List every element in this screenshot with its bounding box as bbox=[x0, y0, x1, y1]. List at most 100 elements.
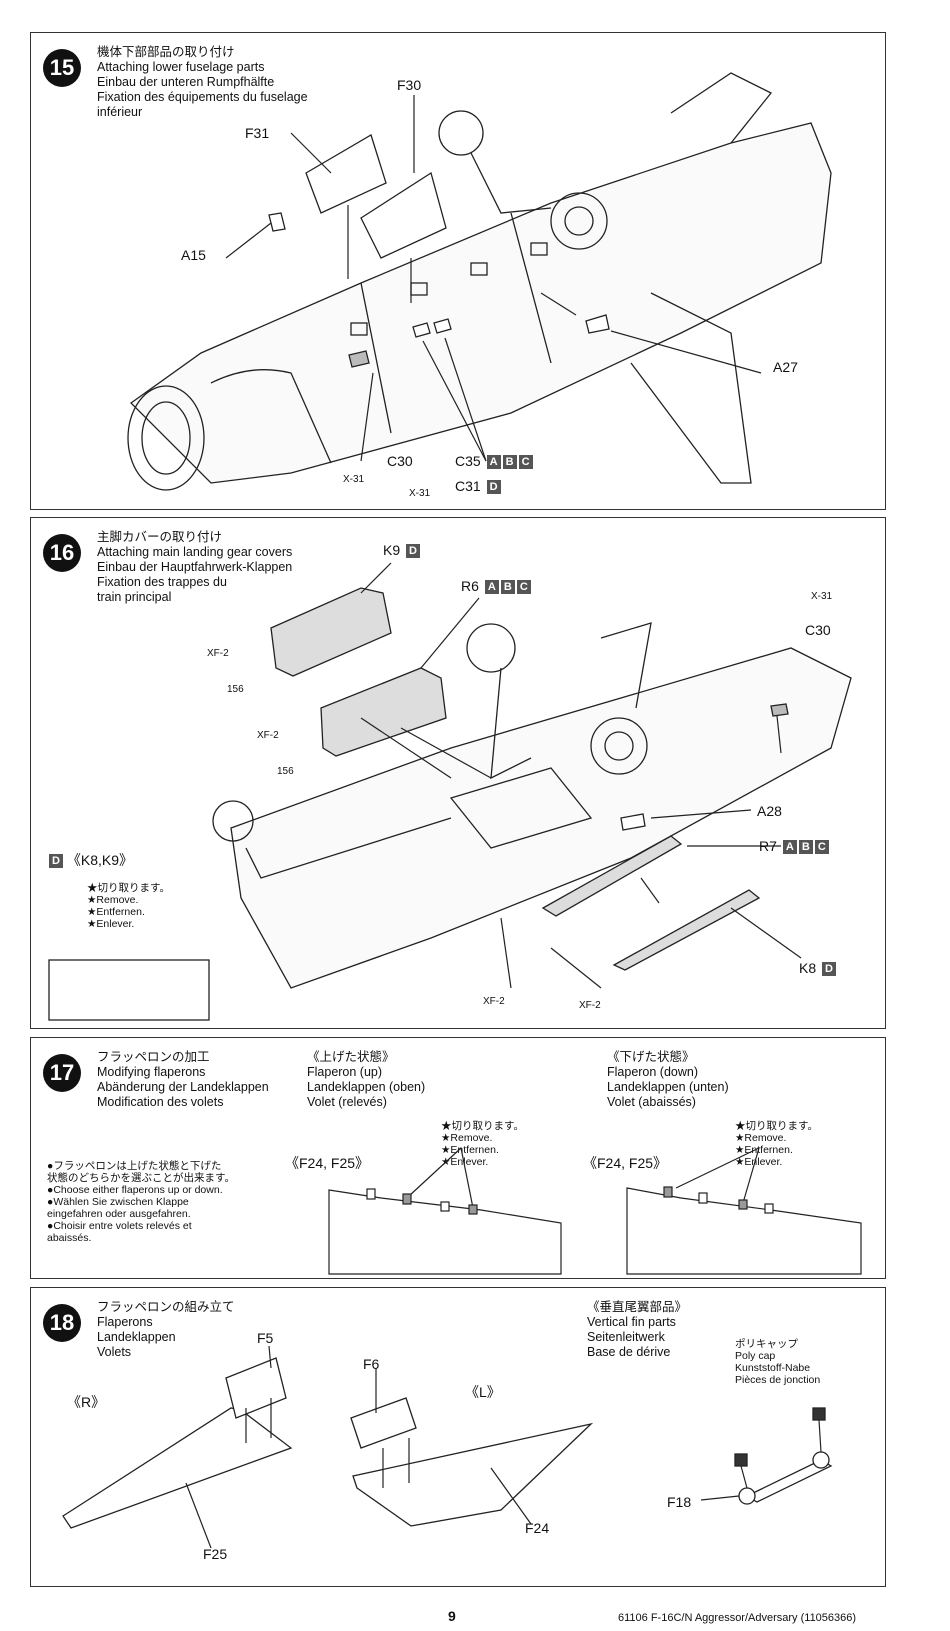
polycap-label: ポリキャップ Poly cap Kunststoff-Nabe Pièces d… bbox=[735, 1338, 820, 1386]
note-ja: ★切り取ります。 bbox=[735, 1120, 818, 1132]
screw-label-xf2: XF-2 bbox=[257, 730, 279, 741]
screw-label-x31: X-31 bbox=[409, 488, 431, 499]
r7-text: R7 bbox=[759, 838, 777, 854]
screw-label-x31: X-31 bbox=[343, 474, 365, 485]
tool-label-156: 156 bbox=[227, 684, 244, 695]
r6-text: R6 bbox=[461, 578, 479, 594]
note-en: ★Remove. bbox=[441, 1132, 493, 1144]
instruction-line: ●Wählen Sie zwischen Klappe bbox=[47, 1196, 189, 1208]
tool-label-156: 156 bbox=[277, 766, 294, 777]
instruction-line: ●フラッペロンは上げた状態と下げた bbox=[47, 1160, 222, 1172]
instruction-line: eingefahren oder ausgefahren. bbox=[47, 1208, 191, 1220]
variant-d: D bbox=[49, 854, 63, 869]
part-label-f6: F6 bbox=[363, 1356, 380, 1372]
variant-c: C bbox=[814, 840, 829, 855]
k8-text: K8 bbox=[799, 960, 817, 976]
title-de: Einbau der Hauptfahrwerk-Klappen bbox=[97, 560, 293, 574]
variant-d: D bbox=[822, 962, 837, 977]
title-fr: Fixation des trappes du bbox=[97, 575, 227, 589]
instruction-line: ●Choose either flaperons up or down. bbox=[47, 1184, 223, 1196]
inset-title: D 《K8,K9》 bbox=[47, 850, 133, 870]
step-17-panel: 17 フラッペロンの加工 Modifying flaperons Abänder… bbox=[30, 1037, 886, 1279]
part-label-c30: C30 bbox=[387, 453, 413, 469]
title-ja: フラッペロンの加工 bbox=[97, 1050, 210, 1064]
part-label-a15: A15 bbox=[181, 247, 206, 263]
up-title-en: Flaperon (up) bbox=[307, 1065, 383, 1079]
variant-b: B bbox=[500, 580, 515, 595]
part-label-f25: F25 bbox=[203, 1546, 228, 1562]
up-title-de: Landeklappen (oben) bbox=[307, 1080, 426, 1094]
part-label-a28: A28 bbox=[757, 803, 782, 819]
title-ja: 機体下部部品の取り付け bbox=[97, 45, 235, 59]
down-title-ja: 《下げた状態》 bbox=[607, 1050, 695, 1064]
instruction-line: abaissés. bbox=[47, 1232, 92, 1244]
screw-label-xf2: XF-2 bbox=[579, 1000, 601, 1011]
variant-a: A bbox=[484, 580, 499, 595]
title-en: Modifying flaperons bbox=[97, 1065, 206, 1079]
part-label-k9: K9 D bbox=[383, 542, 421, 559]
fin-title-ja: 《垂直尾翼部品》 bbox=[587, 1300, 688, 1314]
part-label-k8: K8 D bbox=[799, 960, 837, 977]
down-title-fr: Volet (abaissés) bbox=[607, 1095, 696, 1109]
variant-a: A bbox=[782, 840, 797, 855]
variant-c: C bbox=[516, 580, 531, 595]
down-parts-label: 《F24, F25》 bbox=[583, 1155, 668, 1171]
title-ja: フラッペロンの組み立て bbox=[97, 1300, 235, 1314]
fin-title-fr: Base de dérive bbox=[587, 1345, 671, 1359]
flaperon-down-title: 《下げた状態》 Flaperon (down) Landeklappen (un… bbox=[607, 1050, 729, 1110]
step-17-badge: 17 bbox=[43, 1054, 81, 1092]
part-label-f5: F5 bbox=[257, 1330, 274, 1346]
step-17-instructions: ●フラッペロンは上げた状態と下げた 状態のどちらかを選ぶことが出来ます。 ●Ch… bbox=[47, 1160, 267, 1244]
c35-text: C35 bbox=[455, 453, 481, 469]
side-label-l: 《L》 bbox=[465, 1384, 501, 1400]
variant-b: B bbox=[798, 840, 813, 855]
note-fr: ★Enlever. bbox=[441, 1156, 489, 1168]
fin-title-en: Vertical fin parts bbox=[587, 1315, 676, 1329]
side-label-r: 《R》 bbox=[67, 1394, 106, 1410]
part-label-f31: F31 bbox=[245, 125, 270, 141]
variant-b: B bbox=[502, 455, 517, 470]
flaperon-up-title: 《上げた状態》 Flaperon (up) Landeklappen (oben… bbox=[307, 1050, 425, 1110]
step-17-title: フラッペロンの加工 Modifying flaperons Abänderung… bbox=[97, 1050, 269, 1110]
part-label-f30: F30 bbox=[397, 77, 422, 93]
note-ja: ★切り取ります。 bbox=[441, 1120, 524, 1132]
step-18-badge: 18 bbox=[43, 1304, 81, 1342]
up-title-fr: Volet (relevés) bbox=[307, 1095, 387, 1109]
title-ja: 主脚カバーの取り付け bbox=[97, 530, 223, 544]
title-fr-2: train principal bbox=[97, 590, 172, 604]
title-fr-2: inférieur bbox=[97, 105, 143, 119]
step-16-badge: 16 bbox=[43, 534, 81, 572]
inset-notes: ★切り取ります。 ★Remove. ★Entfernen. ★Enlever. bbox=[87, 882, 170, 930]
part-label-c30: C30 bbox=[805, 622, 831, 638]
title-fr: Fixation des équipements du fuselage bbox=[97, 90, 308, 104]
polycap-en: Poly cap bbox=[735, 1350, 776, 1362]
part-label-c31: C31 D bbox=[455, 478, 501, 495]
fin-title-de: Seitenleitwerk bbox=[587, 1330, 665, 1344]
step-15-panel: 15 機体下部部品の取り付け Attaching lower fuselage … bbox=[30, 32, 886, 510]
polycap-de: Kunststoff-Nabe bbox=[735, 1362, 811, 1374]
down-title-en: Flaperon (down) bbox=[607, 1065, 699, 1079]
title-en: Attaching main landing gear covers bbox=[97, 545, 293, 559]
title-de: Landeklappen bbox=[97, 1330, 176, 1344]
title-en: Flaperons bbox=[97, 1315, 153, 1329]
step-15-drawing bbox=[127, 72, 832, 491]
step-16-drawing bbox=[48, 562, 852, 1021]
part-label-f24: F24 bbox=[525, 1520, 550, 1536]
inset-title-text: 《K8,K9》 bbox=[66, 852, 134, 868]
variant-d: D bbox=[406, 544, 421, 559]
title-de: Abänderung der Landeklappen bbox=[97, 1080, 269, 1094]
note-fr: ★Enlever. bbox=[87, 918, 135, 930]
screw-label-xf2: XF-2 bbox=[207, 648, 229, 659]
screw-label-xf2: XF-2 bbox=[483, 996, 505, 1007]
polycap-fr: Pièces de jonction bbox=[735, 1374, 821, 1386]
title-en: Attaching lower fuselage parts bbox=[97, 60, 265, 74]
step-16-panel: 16 主脚カバーの取り付け Attaching main landing gea… bbox=[30, 517, 886, 1029]
down-title-de: Landeklappen (unten) bbox=[607, 1080, 729, 1094]
page-number: 9 bbox=[448, 1608, 456, 1624]
step-17-drawing bbox=[328, 1147, 862, 1275]
fin-parts-title: 《垂直尾翼部品》 Vertical fin parts Seitenleitwe… bbox=[587, 1300, 687, 1360]
title-fr: Volets bbox=[97, 1345, 132, 1359]
